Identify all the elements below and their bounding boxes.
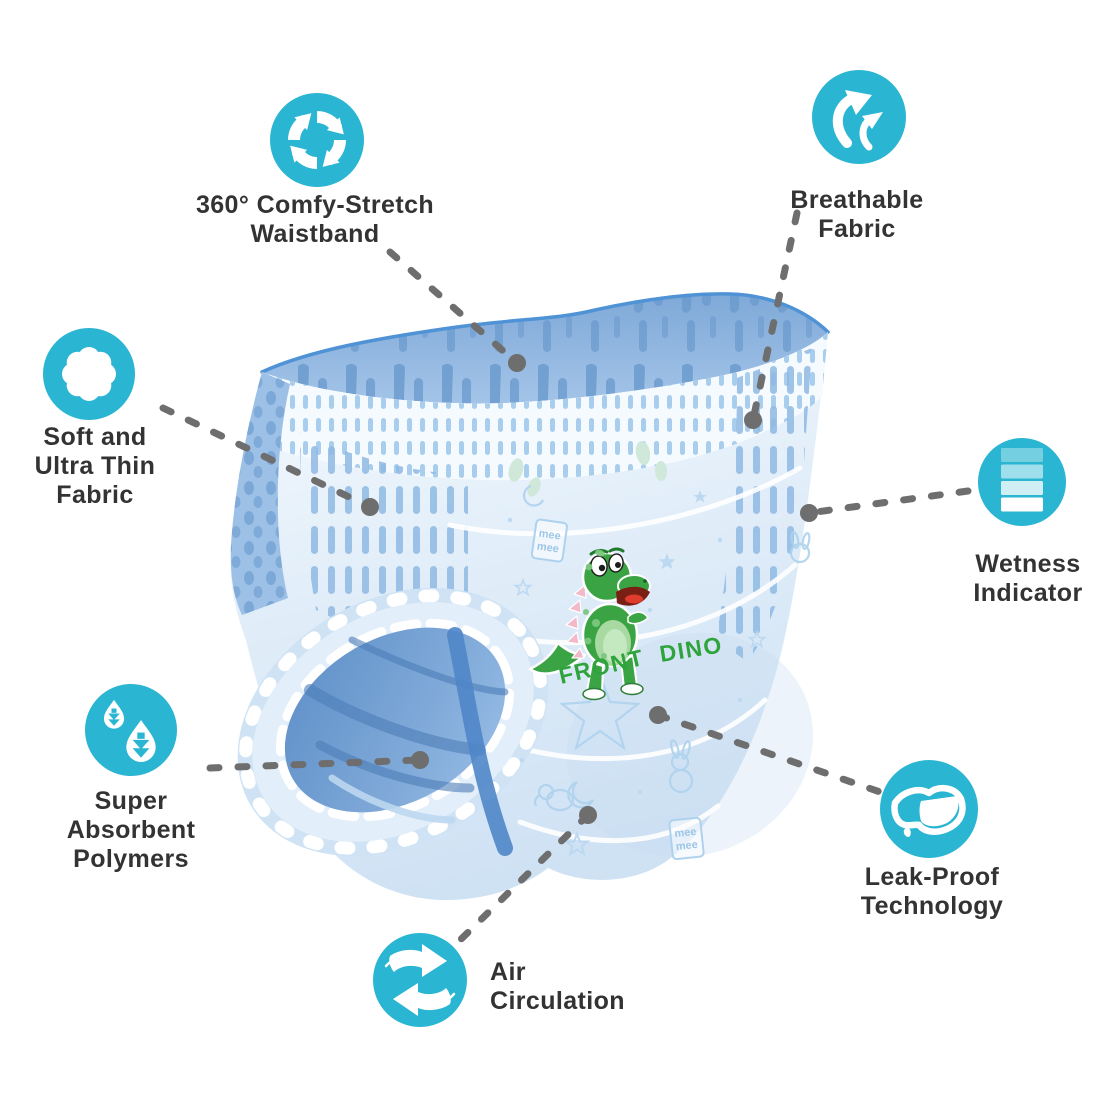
diaper-illustration: mee mee mee mee — [230, 292, 830, 900]
water-drops-icon — [85, 684, 177, 776]
flower-icon — [43, 328, 135, 420]
brand-word: mee — [674, 826, 697, 840]
feature-label-air-circulation: Air Circulation — [490, 958, 625, 1016]
feature-label-line: Circulation — [490, 987, 625, 1015]
feature-label-breathable-fabric: Breathable Fabric — [790, 186, 923, 244]
feature-label-line: Polymers — [73, 845, 189, 873]
leg-cuff — [237, 587, 549, 857]
connector-leakproof — [654, 711, 887, 797]
indicator-bars-icon — [978, 438, 1066, 526]
waistband-ribs — [250, 332, 828, 481]
connector-waistband — [386, 248, 521, 367]
feature-label-leak-proof-technology: Leak-Proof Technology — [861, 863, 1003, 921]
waistband — [260, 292, 830, 404]
feature-label-line: Ultra Thin — [34, 452, 156, 480]
feature-label-line: Indicator — [973, 579, 1083, 607]
feature-label-line: Air — [490, 958, 526, 986]
brand-word: mee — [675, 839, 698, 853]
feature-label-line: Leak-Proof — [864, 863, 1000, 891]
front-print-pattern: mee mee mee mee — [507, 441, 811, 861]
feature-label-line: Absorbent — [66, 816, 196, 844]
brand-word: mee — [538, 528, 561, 543]
dino-spots — [583, 549, 607, 659]
rotate-arrows-icon — [270, 93, 364, 187]
brand-word: mee — [536, 540, 559, 555]
brand-tag: mee mee — [530, 518, 568, 563]
feature-label-line: Super — [94, 787, 168, 815]
connector-wetness — [805, 487, 972, 517]
dino-spikes — [565, 584, 587, 659]
connector-breathable — [749, 209, 801, 424]
feature-label-line: 360° Comfy-Stretch — [195, 191, 435, 219]
feature-label-soft-ultra-thin-fabric: Soft and Ultra Thin Fabric — [35, 423, 156, 510]
feature-label-line: Fabric — [56, 481, 134, 509]
feature-label-line: Wetness — [975, 550, 1081, 578]
brand-tag: mee mee — [668, 816, 705, 861]
feature-label-line: Breathable — [790, 186, 924, 214]
feature-label-wetness-indicator: Wetness Indicator — [973, 550, 1082, 608]
connector-soft-fabric — [159, 404, 374, 511]
feature-label-line: Fabric — [818, 215, 896, 243]
curved-up-arrows-icon — [812, 70, 906, 164]
connector-dots — [361, 354, 818, 824]
feature-label-comfy-stretch-waistband: 360° Comfy-Stretch Waistband — [196, 191, 434, 249]
connector-air — [449, 811, 592, 951]
connector-absorbent — [206, 756, 424, 772]
cuff-folds — [304, 636, 509, 793]
feature-label-line: Technology — [860, 892, 1004, 920]
diaper-outline-icon — [880, 760, 978, 858]
exchange-arrows-icon — [373, 933, 467, 1027]
dino-mascot — [528, 547, 651, 701]
connector-lines — [159, 209, 972, 951]
feature-label-super-absorbent-polymers: Super Absorbent Polymers — [67, 787, 196, 874]
feature-label-line: Soft and — [43, 423, 147, 451]
feature-label-line: Waistband — [250, 220, 380, 248]
